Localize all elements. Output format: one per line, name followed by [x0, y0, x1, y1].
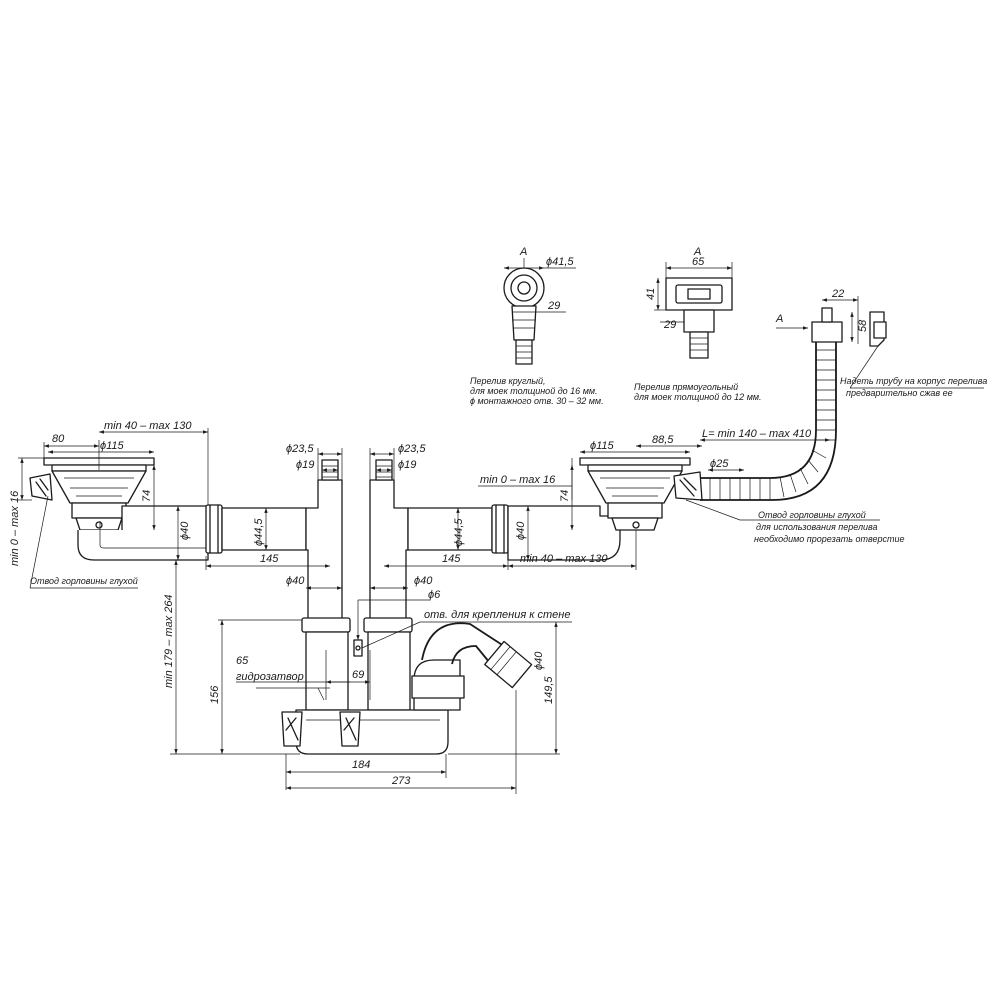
- dim-A-round: A: [519, 246, 527, 258]
- note-water-seal: гидрозатвор: [236, 671, 304, 683]
- dim-65: 65: [236, 655, 249, 667]
- dim-phi40-drain-right: ϕ40: [414, 575, 433, 587]
- dimension-lines: [18, 345, 984, 794]
- left-horizontal-pipe: [77, 504, 307, 561]
- dim-41: 41: [645, 288, 657, 300]
- note-overflow-round-3: ϕ монтажного отв. 30 – 32 мм.: [470, 396, 604, 406]
- right-sink-strainer: [579, 457, 703, 531]
- dim-L: L= min 140 – max 410: [702, 428, 812, 440]
- dim-184: 184: [352, 759, 370, 771]
- note-overflow-rect-2: для моек толщиной до 12 мм.: [634, 392, 762, 402]
- dim-74-left: 74: [141, 490, 153, 502]
- dim-22: 22: [831, 288, 844, 300]
- dim-74-right: 74: [559, 490, 571, 502]
- right-tee-column: [363, 459, 413, 711]
- dim-phi40-left: ϕ40: [179, 521, 191, 540]
- dim-phi41-5: ϕ41,5: [546, 256, 574, 268]
- dim-69: 69: [352, 669, 364, 681]
- dim-min40max130-top: min 40 – max 130: [104, 420, 192, 432]
- dim-phi25: ϕ25: [710, 458, 729, 470]
- dim-min179max264: min 179 – max 264: [163, 594, 175, 688]
- dim-phi40-right: ϕ40: [515, 521, 527, 540]
- note-left-outlet: Отвод горловины глухой: [30, 576, 138, 586]
- annotation-notes: Отвод горловины глухой Отвод горловины г…: [30, 376, 987, 683]
- water-seal-body: [281, 639, 449, 755]
- dim-phi40-outlet: ϕ40: [533, 651, 545, 670]
- dim-phi115-left: ϕ115: [100, 440, 125, 452]
- rect-overflow-detail: [654, 262, 733, 359]
- note-hose-2: предварительно сжав ее: [846, 388, 953, 398]
- dim-80: 80: [52, 433, 65, 445]
- dim-145-right: 145: [442, 553, 461, 565]
- overflow-hose: [700, 307, 887, 501]
- dim-58: 58: [857, 319, 869, 332]
- note-overflow-round-1: Перелив круглый,: [470, 376, 546, 386]
- dim-phi19-left: ϕ19: [296, 459, 314, 471]
- right-horizontal-pipe: [407, 504, 621, 561]
- left-tee-column: [301, 459, 351, 711]
- dim-29-round: 29: [547, 300, 560, 312]
- note-overflow-rect-1: Перелив прямоугольный: [634, 382, 738, 392]
- dim-65-rect: 65: [692, 256, 705, 268]
- dim-min40max130-bottom: min 40 – max 130: [520, 553, 608, 565]
- dim-phi40-drain-left: ϕ40: [286, 575, 305, 587]
- hose-attachment-detail: [776, 296, 859, 344]
- dim-phi115-right: ϕ115: [590, 440, 615, 452]
- note-right-outlet-3: необходимо прорезать отверстие: [754, 534, 905, 544]
- dim-A-rect: A: [693, 246, 701, 258]
- dim-88-5: 88,5: [652, 434, 674, 446]
- dim-phi23-5-right: ϕ23,5: [398, 443, 426, 455]
- dim-phi19-right: ϕ19: [398, 459, 416, 471]
- dim-145-left: 145: [260, 553, 279, 565]
- note-right-outlet-1: Отвод горловины глухой: [758, 510, 866, 520]
- note-right-outlet-2: для использования перелива: [756, 522, 878, 532]
- dim-156: 156: [209, 685, 221, 704]
- drain-outlet-bend: [411, 622, 533, 711]
- dim-phi44-5-left: ϕ44,5: [253, 518, 265, 546]
- dim-phi6: ϕ6: [428, 589, 441, 601]
- dim-min0max16-right: min 0 – max 16: [480, 474, 556, 486]
- note-wall-mount: отв. для крепления к стене: [424, 609, 570, 621]
- note-overflow-round-2: для моек толщиной до 16 мм.: [470, 386, 598, 396]
- dim-phi23-5-left: ϕ23,5: [286, 443, 314, 455]
- dimension-labels: 80 ϕ115 min 40 – max 130 ϕ23,5 ϕ19 ϕ23,5…: [9, 246, 869, 787]
- dim-A-arrow: A: [775, 313, 783, 325]
- dim-273: 273: [391, 775, 411, 787]
- dim-phi44-5-right: ϕ44,5: [453, 518, 465, 546]
- dim-min0max16-left: min 0 – max 16: [9, 490, 21, 566]
- dim-29-rect: 29: [663, 319, 676, 331]
- dim-149-5: 149,5: [543, 676, 555, 704]
- round-overflow-detail: [503, 258, 576, 365]
- note-hose-1: Надеть трубу на корпус перелива: [840, 376, 987, 386]
